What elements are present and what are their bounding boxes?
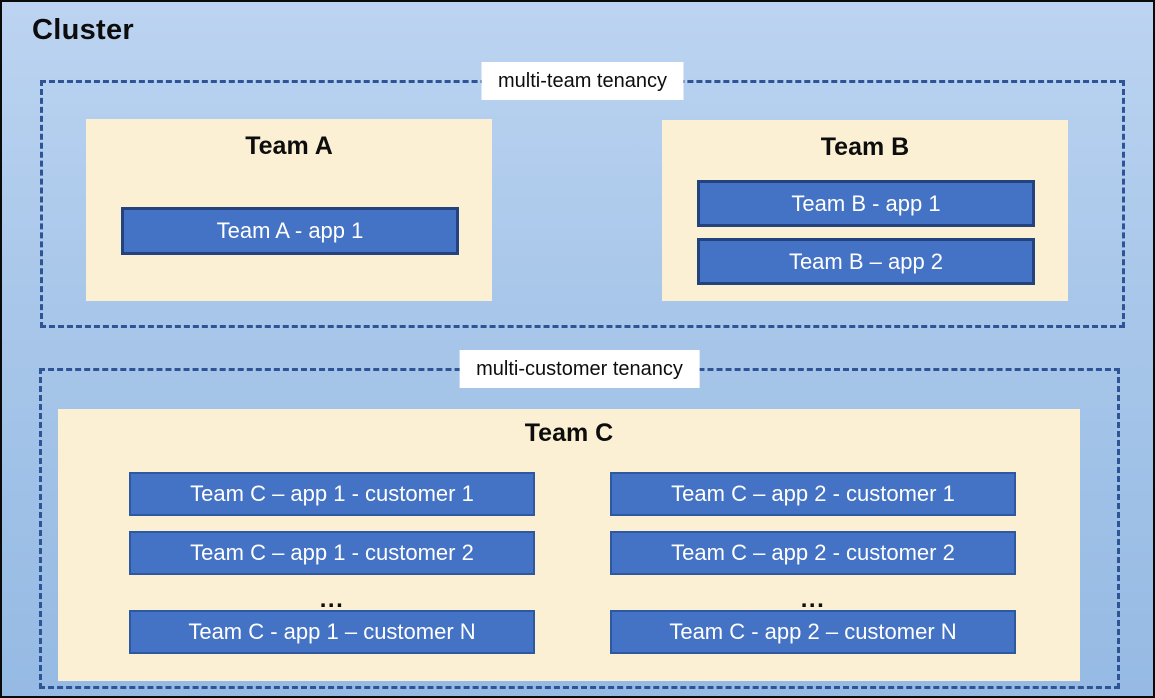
- team-c-app-2-customer-1-box: Team C – app 2 - customer 1: [610, 472, 1016, 516]
- team-c-app-1-customer-1-box: Team C – app 1 - customer 1: [129, 472, 535, 516]
- team-c-app-1-customer-n-box: Team C - app 1 – customer N: [129, 610, 535, 654]
- multi-team-tenancy-zone: multi-team tenancy: [40, 62, 1125, 328]
- multi-team-tenancy-label: multi-team tenancy: [481, 62, 684, 100]
- team-c-box: Team C Team C – app 1 - customer 1 Team …: [58, 409, 1080, 681]
- multi-customer-tenancy-zone: multi-customer tenancy: [39, 350, 1120, 689]
- cluster-title: Cluster: [32, 14, 135, 46]
- team-c-title: Team C: [524, 419, 614, 447]
- team-b-title: Team B: [820, 133, 910, 161]
- team-b-app-2-box: Team B – app 2: [697, 238, 1035, 285]
- team-b-app-1-box: Team B - app 1: [697, 180, 1035, 227]
- team-b-box: Team B Team B - app 1 Team B – app 2: [662, 120, 1068, 301]
- team-c-app-2-customer-n-box: Team C - app 2 – customer N: [610, 610, 1016, 654]
- team-a-box: Team A Team A - app 1: [86, 119, 492, 301]
- team-c-app-1-customer-2-box: Team C – app 1 - customer 2: [129, 531, 535, 575]
- team-a-app-1-box: Team A - app 1: [121, 207, 459, 255]
- team-c-app-2-ellipsis: ...: [800, 586, 826, 613]
- team-a-title: Team A: [245, 132, 333, 160]
- team-c-app-2-column: Team C – app 2 - customer 1 Team C – app…: [610, 472, 1016, 669]
- team-c-app-1-ellipsis: ...: [319, 586, 345, 613]
- multi-customer-tenancy-label: multi-customer tenancy: [459, 350, 700, 388]
- team-c-app-2-customer-2-box: Team C – app 2 - customer 2: [610, 531, 1016, 575]
- team-c-app-1-column: Team C – app 1 - customer 1 Team C – app…: [129, 472, 535, 669]
